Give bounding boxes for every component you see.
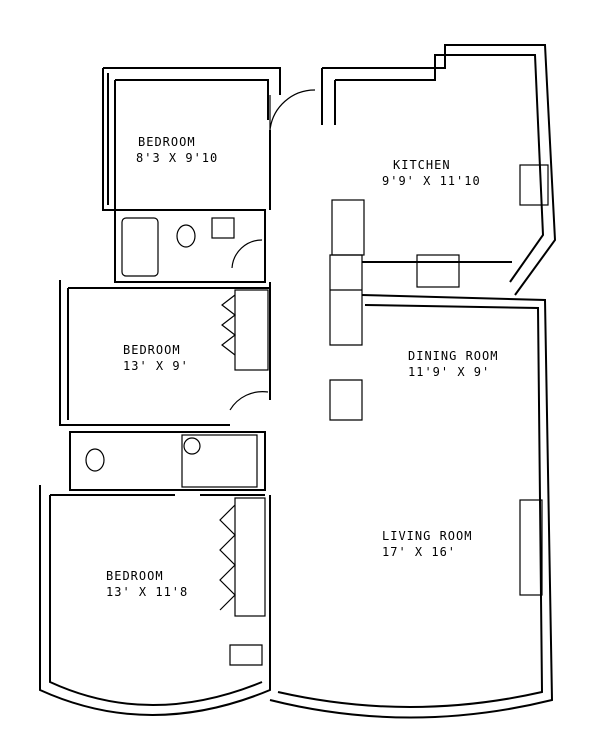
kitchen-sink bbox=[519, 164, 549, 206]
closet bbox=[329, 379, 363, 421]
room-labels: BEDROOM 8'3 X 9'10 KITCHEN 9'9' X 11'10 … bbox=[106, 135, 498, 599]
toilet bbox=[176, 224, 196, 248]
room-size: 8'3 X 9'10 bbox=[136, 151, 218, 165]
room-name: BEDROOM bbox=[123, 343, 181, 357]
room-name: LIVING ROOM bbox=[382, 529, 472, 543]
shower bbox=[181, 434, 258, 488]
door-swing bbox=[269, 89, 316, 131]
room-size: 13' X 11'8 bbox=[106, 585, 188, 599]
stove bbox=[416, 254, 460, 288]
room-size: 11'9' X 9' bbox=[408, 365, 490, 379]
bathtub bbox=[121, 217, 159, 277]
closet bbox=[329, 254, 363, 346]
closet bbox=[229, 644, 263, 666]
room-name: KITCHEN bbox=[393, 158, 451, 172]
fireplace bbox=[519, 499, 543, 596]
room-name: BEDROOM bbox=[138, 135, 196, 149]
closet bbox=[234, 289, 269, 371]
door-swing bbox=[231, 239, 263, 269]
sink bbox=[211, 217, 235, 239]
room-name: DINING ROOM bbox=[408, 349, 498, 363]
room-name: BEDROOM bbox=[106, 569, 164, 583]
room-size: 9'9' X 11'10 bbox=[382, 174, 481, 188]
walls bbox=[39, 44, 557, 719]
door-swing bbox=[229, 391, 269, 411]
toilet bbox=[85, 448, 105, 472]
room-size: 13' X 9' bbox=[123, 359, 189, 373]
closet bbox=[234, 497, 266, 617]
refrigerator bbox=[331, 199, 365, 256]
room-size: 17' X 16' bbox=[382, 545, 456, 559]
